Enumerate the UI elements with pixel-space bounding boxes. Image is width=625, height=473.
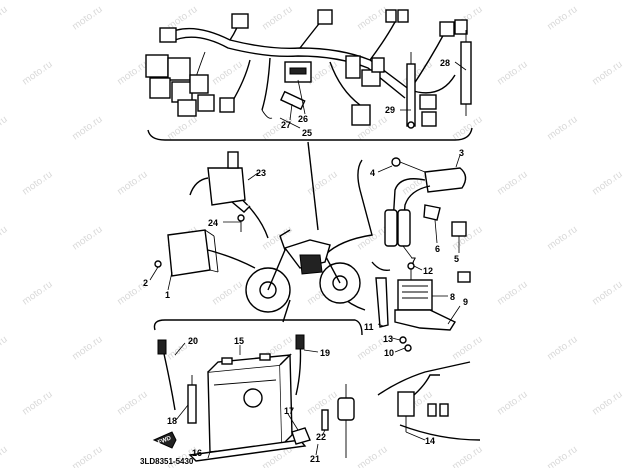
watermark-text: moto.ru (70, 4, 104, 32)
callout-23: 23 (256, 168, 266, 178)
watermark-layer: moto.ru moto.ru moto.ru moto.ru moto.ru moto.… (0, 4, 624, 472)
switch-14-assembly (397, 374, 449, 432)
rectifier-regulator-assembly (375, 262, 471, 352)
callouts: 23 24 3 4 6 7 5 12 8 9 11 13 10 14 15 20… (143, 58, 468, 464)
callout-3: 3 (459, 148, 464, 158)
callout-10: 10 (384, 348, 394, 358)
main-switch-assembly (189, 151, 251, 232)
callout-9: 9 (463, 297, 468, 307)
callout-26: 26 (298, 114, 308, 124)
callout-22: 22 (316, 432, 326, 442)
battery-assembly (157, 334, 355, 462)
watermark-text: moto.ru (450, 114, 484, 142)
forward-arrow (152, 431, 177, 449)
watermark-text: moto.ru (400, 59, 434, 87)
watermark-text: moto.ru (70, 334, 104, 362)
callout-5: 5 (454, 254, 459, 264)
watermark-text: moto.ru (590, 279, 624, 307)
callout-20: 20 (188, 336, 198, 346)
watermark-text: moto.ru (20, 59, 54, 87)
watermark-text: moto.ru (305, 169, 339, 197)
cdi-unit (154, 229, 219, 277)
watermark-text: moto.ru (545, 4, 579, 32)
callout-28: 28 (440, 58, 450, 68)
watermark-text: moto.ru (0, 444, 9, 468)
callout-8: 8 (450, 292, 455, 302)
watermark-text: moto.ru (260, 4, 294, 32)
leader-lines (149, 61, 467, 459)
watermark-text: moto.ru (70, 224, 104, 252)
callout-16: 16 (192, 448, 202, 458)
callout-7: 7 (411, 256, 416, 266)
watermark-text: moto.ru (590, 59, 624, 87)
watermark-text: moto.ru (590, 389, 624, 417)
callout-4: 4 (370, 168, 375, 178)
watermark-text: moto.ru (115, 389, 149, 417)
watermark-text: moto.ru (495, 389, 529, 417)
watermark-text: moto.ru (355, 444, 389, 468)
watermark-text: moto.ru (495, 59, 529, 87)
callout-29: 29 (385, 105, 395, 115)
watermark-text: moto.ru (20, 279, 54, 307)
callout-24: 24 (208, 218, 218, 228)
watermark-text: moto.ru (210, 59, 244, 87)
callout-25: 25 (302, 128, 312, 138)
watermark-text: moto.ru (545, 224, 579, 252)
watermark-text: moto.ru (115, 59, 149, 87)
watermark-text: moto.ru (0, 114, 9, 142)
watermark-text: moto.ru (495, 169, 529, 197)
drawing-code: 3LD8351-5430 (140, 457, 194, 466)
watermark-text: moto.ru (545, 334, 579, 362)
watermark-text: moto.ru (450, 334, 484, 362)
callout-15: 15 (234, 336, 244, 346)
watermark-text: moto.ru (20, 169, 54, 197)
direction-label: FWD (157, 435, 173, 446)
watermark-text: moto.ru (495, 279, 529, 307)
watermark-text: moto.ru (545, 114, 579, 142)
callout-2: 2 (143, 278, 148, 288)
watermark-text: moto.ru (590, 169, 624, 197)
watermark-text: moto.ru (450, 444, 484, 468)
callout-19: 19 (320, 348, 330, 358)
callout-6: 6 (435, 244, 440, 254)
callout-14: 14 (425, 436, 435, 446)
watermark-text: moto.ru (545, 444, 579, 468)
watermark-text: moto.ru (165, 114, 199, 142)
watermark-text: moto.ru (0, 224, 9, 252)
callout-1: 1 (165, 290, 170, 300)
motorcycle-silhouette (245, 229, 361, 313)
callout-12: 12 (423, 266, 433, 276)
watermark-text: moto.ru (0, 334, 9, 362)
callout-11: 11 (364, 322, 374, 332)
watermark-text: moto.ru (115, 169, 149, 197)
watermark-text: moto.ru (20, 389, 54, 417)
ignition-coil-assembly (384, 157, 467, 247)
watermark-text: moto.ru (70, 114, 104, 142)
callout-13: 13 (383, 334, 393, 344)
watermark-text: moto.ru (0, 4, 9, 32)
callout-18: 18 (167, 416, 177, 426)
callout-27: 27 (281, 120, 291, 130)
watermark-text: moto.ru (210, 279, 244, 307)
callout-21: 21 (310, 454, 320, 464)
callout-17: 17 (284, 406, 294, 416)
watermark-text: moto.ru (355, 4, 389, 32)
wire-harness (145, 9, 472, 129)
watermark-text: moto.ru (70, 444, 104, 468)
